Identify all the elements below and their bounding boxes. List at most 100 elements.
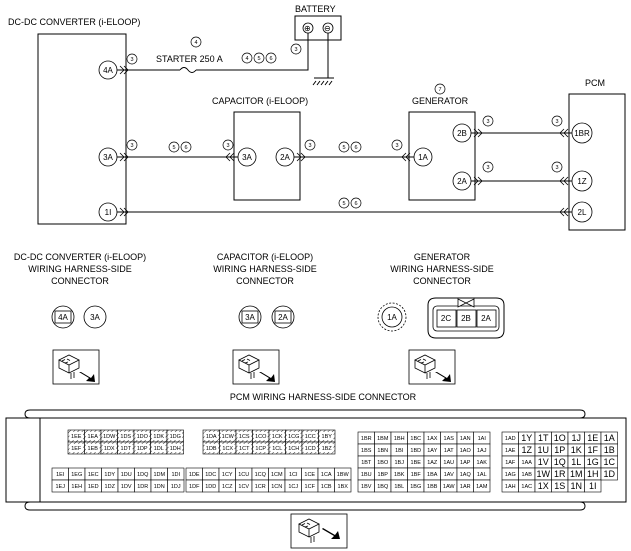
svg-text:1DJ: 1DJ	[171, 484, 181, 490]
pcm-pin: 1AE	[501, 443, 519, 457]
svg-text:1AI: 1AI	[478, 436, 487, 442]
dcdc-terminal-3a: 3A	[98, 147, 118, 167]
pcm-pin: 1BI	[390, 443, 408, 457]
svg-text:1DU: 1DU	[121, 472, 132, 478]
pcm-pin: 1DH	[166, 441, 184, 455]
svg-text:1CS: 1CS	[239, 434, 250, 440]
svg-text:1BM: 1BM	[377, 436, 389, 442]
pcm-pin: 1CC	[301, 429, 319, 443]
pcm-pin: 1DL	[150, 441, 168, 455]
svg-text:1M: 1M	[570, 469, 583, 479]
svg-text:1BT: 1BT	[361, 460, 372, 466]
circled-num-6-wire2: 6	[350, 141, 362, 153]
pcm-pin: 1CY	[218, 467, 236, 481]
svg-text:1BV: 1BV	[361, 484, 372, 490]
svg-text:1EB: 1EB	[88, 446, 99, 452]
dcdc-harness-title-3: CONNECTOR	[51, 276, 109, 286]
svg-text:3: 3	[486, 119, 489, 125]
pcm-pin: 1AQ	[456, 467, 474, 481]
cap-harness-title-3: CONNECTOR	[236, 276, 294, 286]
svg-text:1DF: 1DF	[189, 484, 200, 490]
svg-text:1R: 1R	[554, 469, 566, 479]
pcm-pin: 1BY	[318, 429, 336, 443]
circled-num-3-gen-1a: 3	[391, 139, 403, 151]
pcm-pin: 1AV	[440, 467, 458, 481]
pcm-pin: 1AI	[473, 431, 491, 445]
pcm-pin: 1M	[567, 467, 585, 481]
circled-num-3-gen-2b: 3	[482, 115, 494, 127]
pcm-pin: 1BX	[334, 479, 352, 493]
svg-text:1E: 1E	[587, 433, 598, 443]
svg-text:1AS: 1AS	[444, 436, 455, 442]
svg-text:1EH: 1EH	[71, 484, 82, 490]
pcm-pin: 1EH	[68, 479, 86, 493]
pcm-pin: 1Q	[551, 455, 569, 469]
svg-text:1EG: 1EG	[71, 472, 82, 478]
svg-text:1U: 1U	[537, 445, 549, 455]
pcm-pin: 1CU	[235, 467, 253, 481]
pcm-pin: 1A	[600, 431, 618, 445]
pcm-pin: 1CF	[301, 479, 319, 493]
pcm-pin: 1AJ	[473, 443, 491, 457]
starter-wire	[117, 33, 309, 75]
svg-text:1CM: 1CM	[271, 472, 283, 478]
connector-view-icon	[232, 349, 280, 385]
pcm-pin: 1DO	[133, 429, 151, 443]
svg-text:1EF: 1EF	[71, 446, 82, 452]
pcm-pin: 1AZ	[423, 455, 441, 469]
pcm-pin: 1W	[534, 467, 552, 481]
circled-num-5-wire3: 5	[338, 197, 350, 209]
svg-text:1CY: 1CY	[222, 472, 233, 478]
pcm-pin: 1DQ	[134, 467, 152, 481]
svg-text:5: 5	[342, 145, 345, 151]
pcm-pin: 1U	[534, 443, 552, 457]
pcm-pin: 1CA	[317, 467, 335, 481]
pcm-pin: 1BL	[390, 479, 408, 493]
svg-text:1DT: 1DT	[121, 446, 132, 452]
pcm-pin: 1DG	[166, 429, 184, 443]
svg-text:5: 5	[172, 145, 175, 151]
pcm-pin: 1CD	[301, 441, 319, 455]
svg-text:5: 5	[257, 56, 260, 62]
pcm-pin: 1F	[584, 443, 602, 457]
pcm-pin: 1CI	[284, 467, 302, 481]
pcm-pin: 1CO	[252, 429, 270, 443]
svg-text:1CZ: 1CZ	[222, 484, 233, 490]
svg-text:2A: 2A	[481, 314, 491, 323]
circled-num-3-battery: 3	[290, 43, 302, 55]
svg-text:1DB: 1DB	[206, 446, 217, 452]
connector-view-icon	[52, 349, 100, 385]
svg-text:2B: 2B	[457, 129, 467, 138]
pcm-pin: 1BB	[423, 479, 441, 493]
pcm-pin: 1BT	[357, 455, 375, 469]
svg-text:1AU: 1AU	[443, 460, 454, 466]
pcm-pin: 1BF	[407, 467, 425, 481]
svg-text:2A: 2A	[457, 177, 467, 186]
svg-text:1CX: 1CX	[222, 446, 233, 452]
svg-text:3A: 3A	[90, 313, 100, 322]
cap-connector-terminal-2a: 2A	[271, 305, 295, 329]
svg-text:1DZ: 1DZ	[105, 484, 116, 490]
svg-text:1AQ: 1AQ	[460, 472, 472, 478]
svg-text:1AZ: 1AZ	[427, 460, 438, 466]
pcm-terminal-1br: 1BR	[571, 122, 593, 144]
pcm-pin: 1DU	[117, 467, 135, 481]
svg-text:1BK: 1BK	[394, 472, 405, 478]
pcm-pin: 1EG	[68, 467, 86, 481]
svg-text:1I: 1I	[589, 481, 597, 491]
svg-text:1EI: 1EI	[56, 472, 65, 478]
pcm-pin: 1ED	[84, 479, 102, 493]
circled-num-3-cap-3a: 3	[222, 139, 234, 151]
svg-text:1BL: 1BL	[394, 484, 404, 490]
svg-text:1X: 1X	[538, 481, 549, 491]
svg-text:1AB: 1AB	[522, 472, 533, 478]
svg-text:1S: 1S	[554, 481, 565, 491]
svg-text:1AJ: 1AJ	[477, 448, 487, 454]
pcm-pin: 1BR	[357, 431, 375, 445]
svg-text:1CN: 1CN	[271, 484, 282, 490]
pcm-pin: 1O	[551, 431, 569, 445]
pcm-pin: 1BN	[374, 443, 392, 457]
pcm-pin: 1AD	[501, 431, 519, 445]
svg-text:1ED: 1ED	[88, 484, 99, 490]
